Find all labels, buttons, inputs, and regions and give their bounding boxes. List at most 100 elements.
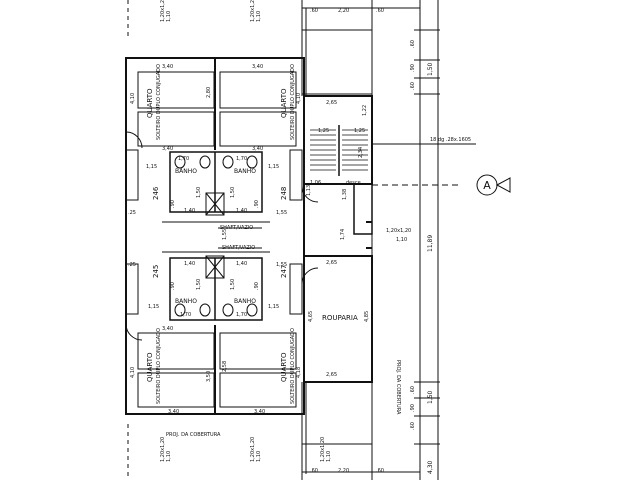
dim-stair: 1,74: [340, 229, 346, 240]
room-label-banho: BANHO: [234, 168, 256, 175]
dim-bath: 1,70: [180, 312, 191, 318]
dim-room-h: 4,10: [296, 93, 302, 104]
dim-top: .60: [376, 8, 384, 14]
window-sill: 1,10: [256, 11, 262, 22]
dim-top: .60: [310, 8, 318, 14]
window-sill: 1,10: [326, 451, 332, 462]
section-marker-label: A: [483, 179, 491, 192]
dim-total-vertical: 11,89: [427, 235, 434, 252]
room-label-quarto: QUARTO: [280, 88, 288, 118]
dim-room: 3,40: [162, 326, 173, 332]
dim-stair: 1,25: [354, 128, 365, 134]
window-dim-right: 1,20x1,20: [386, 228, 411, 234]
room-number: 245: [152, 265, 160, 278]
window-sill-right: 1,10: [396, 237, 407, 243]
dim-stair: 2,65: [326, 100, 337, 106]
dim-shaft: .90: [254, 200, 260, 208]
dim-room: 3,40: [162, 64, 173, 70]
dim-corridor: 1,55: [222, 229, 228, 240]
room-label-quarto: QUARTO: [280, 352, 288, 382]
room-label-rouparia: ROUPARIA: [322, 314, 358, 322]
window-sill: 1,10: [166, 451, 172, 462]
room-sublabel-quarto: SOLTEIRO DUPLO CONJUGADO: [290, 64, 296, 140]
dim-right: 1,50: [427, 390, 434, 404]
dim-stair: 1,22: [362, 105, 368, 116]
proj-cobertura-label: PROJ. DA COBERTURA: [166, 432, 221, 438]
room-sublabel-quarto: SOLTEIRO DUPLO CONJUGADO: [156, 64, 162, 140]
dim-bath-d: 1,15: [148, 304, 159, 310]
room-number: 247: [280, 265, 288, 278]
room-label-quarto: QUARTO: [146, 88, 154, 118]
dim-bottom: .60: [310, 468, 318, 474]
dim-misc: 3,50: [206, 371, 212, 382]
dim-shaft: .90: [170, 282, 176, 290]
dim-shaft: .90: [170, 200, 176, 208]
dim-right: 1,50: [427, 62, 434, 76]
dim-rouparia: 4,85: [364, 311, 370, 322]
window-dim: 1,20x1,20: [160, 437, 166, 462]
dim-bath-d: 1,15: [268, 164, 279, 170]
dim-bath: 1,70: [236, 312, 247, 318]
dim-bottom-total: 4,30: [427, 460, 434, 474]
dim-stair: 1,13: [306, 185, 312, 196]
dim-hall: 1,55: [276, 210, 287, 216]
room-sublabel-quarto: SOLTEIRO DUPLO CONJUGADO: [156, 328, 162, 404]
dim-bottom: 2,20: [338, 468, 349, 474]
dim-bath-d: 1,50: [230, 187, 236, 198]
dim-room: 3,40: [254, 409, 265, 415]
dim-bath-d: 1,50: [196, 187, 202, 198]
room-label-quarto: QUARTO: [146, 352, 154, 382]
dim-room-h: 4,10: [130, 93, 136, 104]
room-label-banho: BANHO: [234, 298, 256, 305]
dim-bath: 1,70: [236, 156, 247, 162]
dim-stair: 2,34: [358, 147, 364, 158]
room-sublabel-quarto: SOLTEIRO DUPLO CONJUGADO: [290, 328, 296, 404]
dim-room-h: 4,10: [130, 367, 136, 378]
dim-bath-d: 1,15: [268, 304, 279, 310]
stair-desce: desce: [346, 180, 361, 186]
window-dim: 1,20x1,20: [160, 0, 166, 22]
dim-right: .60: [410, 82, 416, 90]
dim-right: .90: [410, 64, 416, 72]
room-label-banho: BANHO: [175, 298, 197, 305]
section-marker: A: [476, 174, 511, 196]
room-label-banho: BANHO: [175, 168, 197, 175]
dim-misc: .25: [128, 210, 136, 216]
dim-room: 3,40: [252, 64, 263, 70]
dim-stair: 1,06: [310, 180, 321, 186]
dim-rouparia: 2,65: [326, 372, 337, 378]
dim-stair: 1,25: [318, 128, 329, 134]
proj-cobertura-label: PROJ. DA COBERTURA: [395, 360, 401, 415]
dim-room: 3,40: [252, 146, 263, 152]
dim-bath-d: 1,50: [230, 279, 236, 290]
dim-rouparia: 4,65: [308, 311, 314, 322]
window-sill: 1,10: [256, 451, 262, 462]
shaft-label: SHAFT/VAZIO: [222, 245, 255, 251]
window-dim: 1,20x1,20: [250, 437, 256, 462]
dim-bottom: .60: [376, 468, 384, 474]
dim-room: 3,40: [162, 146, 173, 152]
dim-rouparia: 2,65: [326, 260, 337, 266]
dim-right: .60: [410, 422, 416, 430]
room-number: 246: [152, 186, 160, 200]
dim-room: 3,40: [168, 409, 179, 415]
window-dim: 1,20x1,20: [250, 0, 256, 22]
room-number: 248: [280, 187, 288, 200]
dim-stair: 1,38: [342, 189, 348, 200]
shaft-label: SHAFT/VAZIO: [220, 225, 253, 231]
dim-misc: 2,58: [222, 361, 228, 372]
dim-top: 2,20: [338, 8, 349, 14]
window-dim: 1,20x1,20: [320, 437, 326, 462]
stair-note: 18 dg .28x.1605: [430, 137, 471, 143]
dim-hall: 1,55: [276, 262, 287, 268]
dim-room-h: 4,18: [296, 367, 302, 378]
dim-bath: 1,40: [184, 208, 195, 214]
window-sill: 1,10: [166, 11, 172, 22]
dim-bath-d: 1,15: [146, 164, 157, 170]
dim-misc: .25: [128, 262, 136, 268]
dim-bath: 1,40: [236, 261, 247, 267]
dim-shaft: .90: [254, 282, 260, 290]
dim-right: .90: [410, 404, 416, 412]
dim-misc: 2,80: [206, 87, 212, 98]
